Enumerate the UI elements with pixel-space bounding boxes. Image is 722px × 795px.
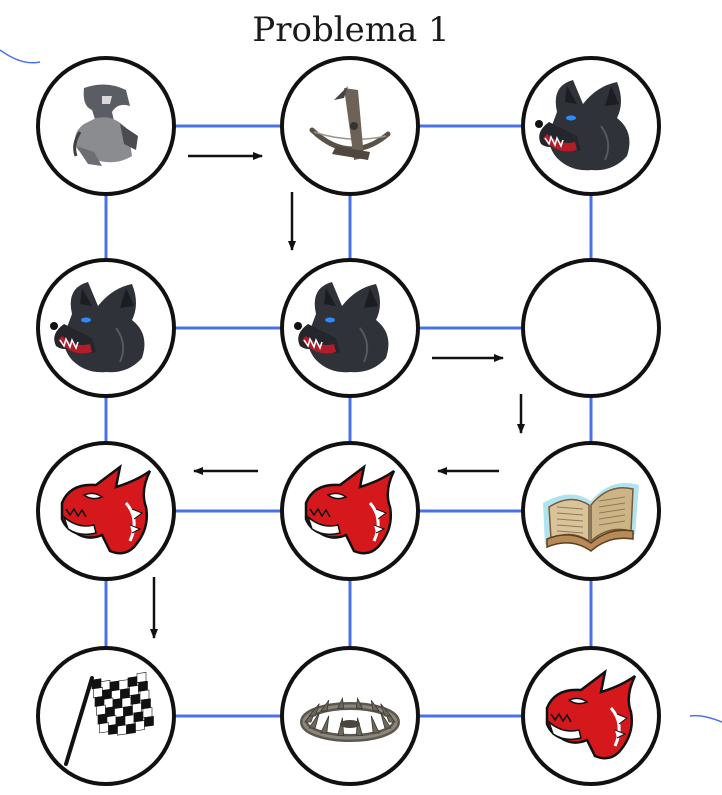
grid-node — [36, 646, 176, 786]
corner-curve-bottom-right — [689, 714, 722, 723]
grid-node — [36, 258, 176, 398]
grid-node — [280, 441, 420, 581]
grid-node — [521, 646, 661, 786]
node-circle — [280, 646, 420, 786]
grid-node — [36, 56, 176, 196]
dragon-icon — [545, 669, 637, 760]
grid-node — [280, 56, 420, 196]
grid-edges — [104, 124, 593, 718]
grid-node — [36, 441, 176, 581]
grid-node — [521, 441, 661, 581]
crossbow-icon — [309, 86, 391, 160]
grid-node — [280, 258, 420, 398]
grid-node — [280, 646, 420, 786]
checkered-flag-icon — [64, 672, 154, 766]
wolf-icon — [50, 282, 145, 373]
knight-icon — [73, 84, 138, 166]
grid-node — [521, 56, 661, 196]
dragon-icon — [60, 464, 152, 555]
corner-curve-top-left — [0, 49, 41, 64]
page-title: Problema 1 — [252, 10, 449, 50]
grid-node — [521, 258, 661, 398]
node-circle — [521, 258, 661, 398]
bear-trap-icon — [300, 696, 400, 742]
spellbook-icon — [543, 483, 639, 552]
path-arrows — [150, 152, 525, 639]
dragon-icon — [304, 464, 396, 555]
wolf-icon — [294, 282, 389, 373]
grid-nodes — [36, 56, 661, 786]
wolf-icon — [535, 80, 630, 171]
